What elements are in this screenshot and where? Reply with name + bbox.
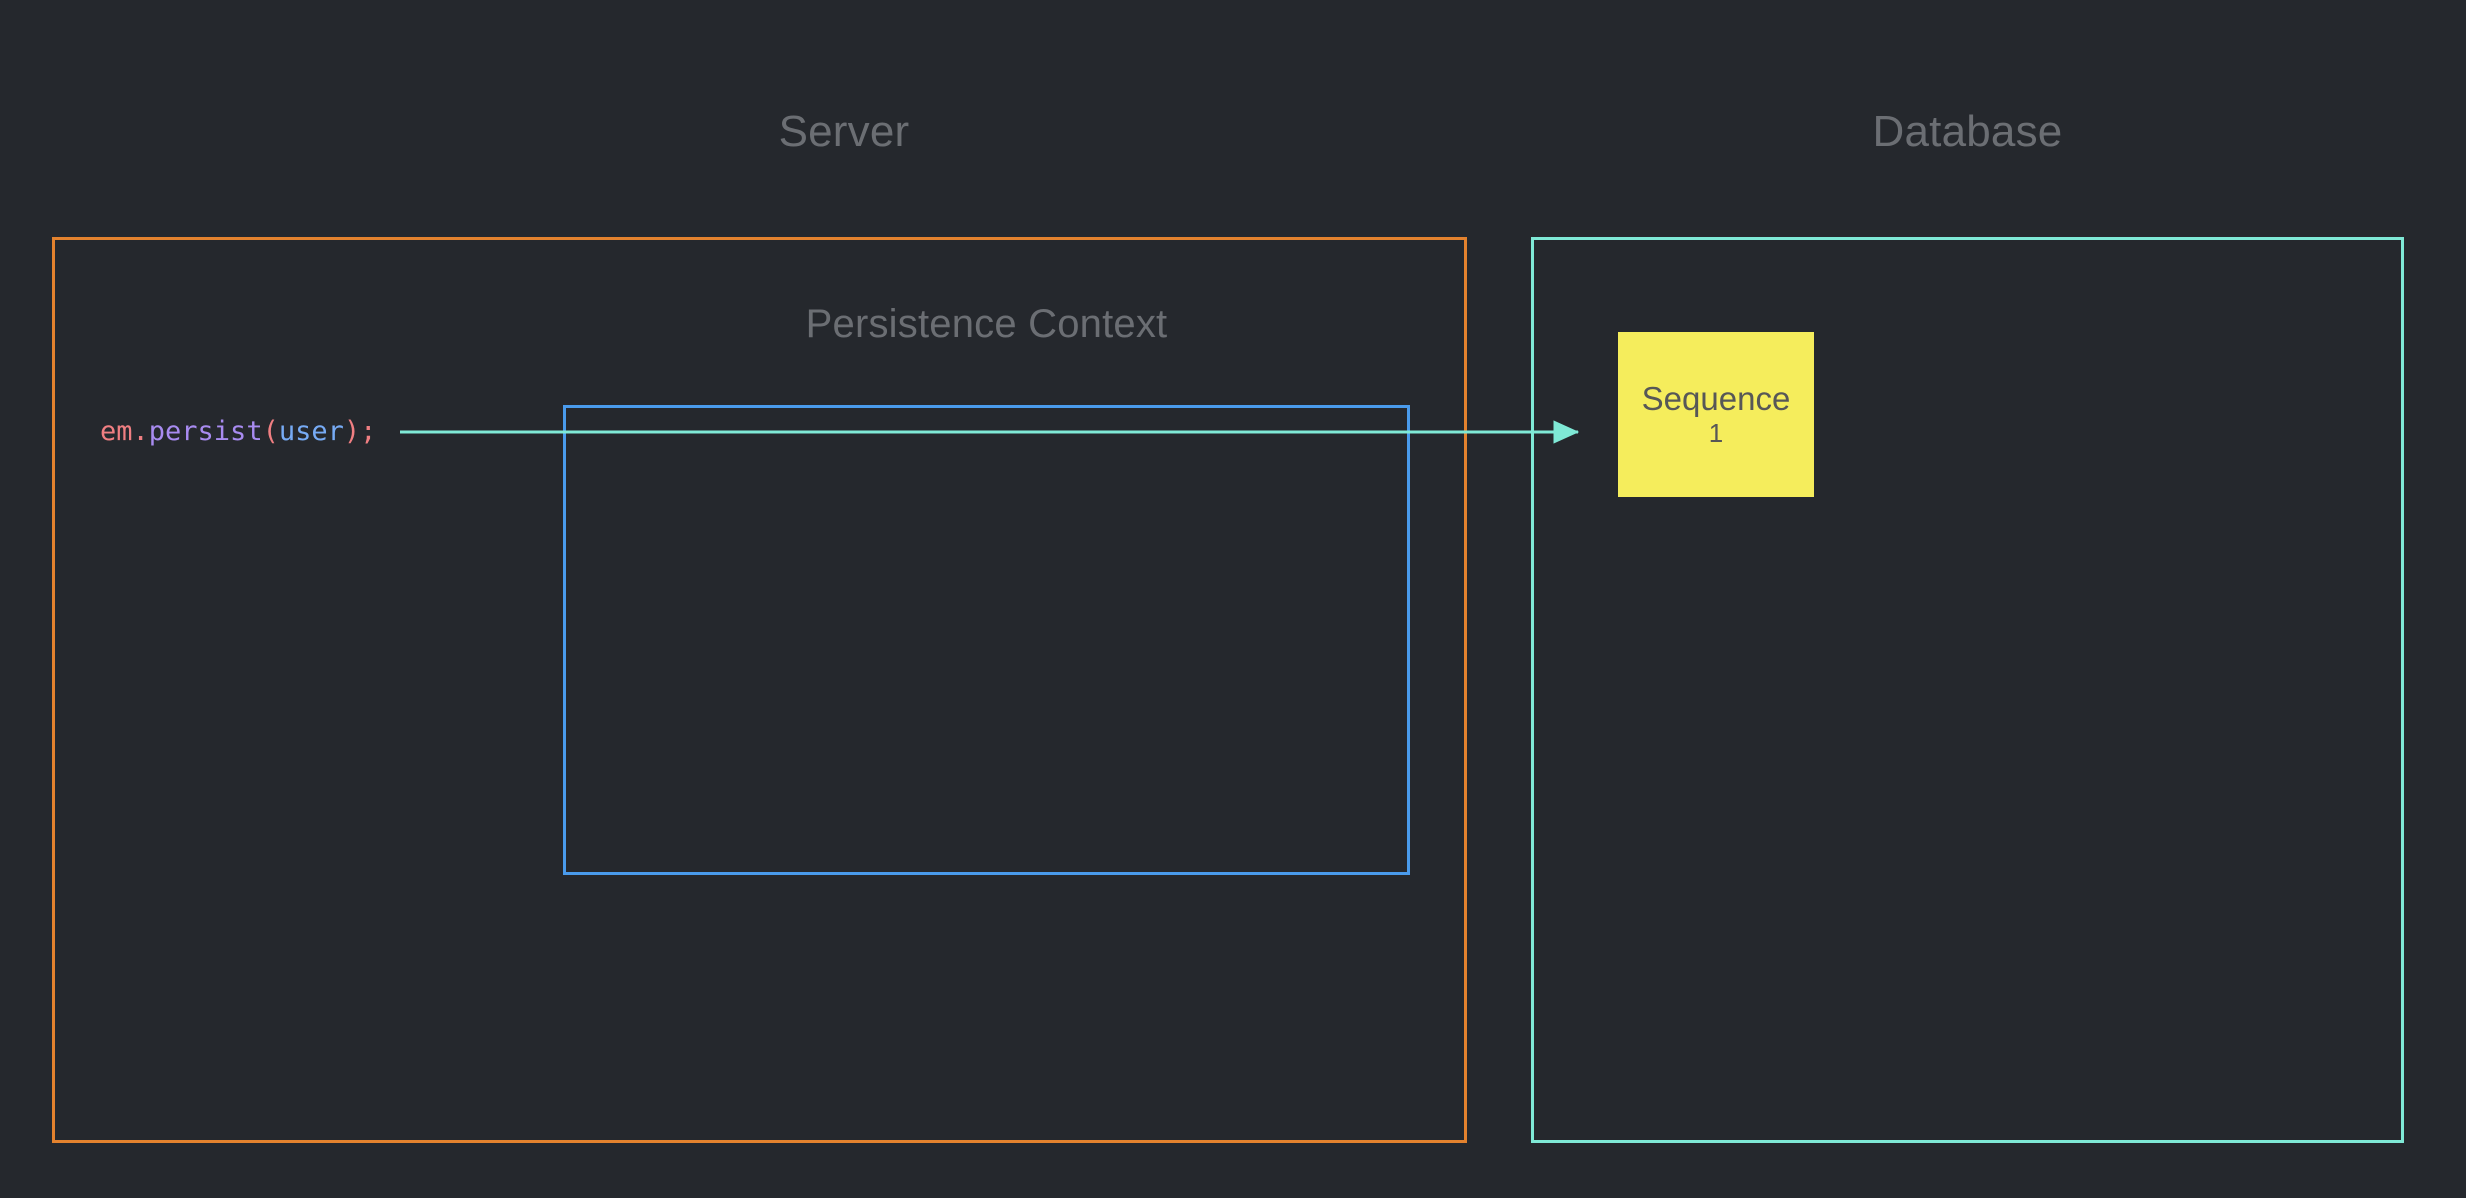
server-region-title: Server xyxy=(778,107,910,156)
code-token-argument: user xyxy=(278,416,344,447)
sequence-node-value: 1 xyxy=(1708,418,1724,449)
database-region-title: Database xyxy=(1872,107,2063,156)
code-token-close-paren: ) xyxy=(343,416,361,447)
code-token-method: persist xyxy=(148,416,263,447)
sequence-node: Sequence 1 xyxy=(1618,332,1814,497)
code-token-semicolon: ; xyxy=(360,416,377,447)
persist-code-statement: em.persist(user); xyxy=(100,414,376,450)
persistence-context-box xyxy=(563,405,1410,875)
code-token-object: em xyxy=(100,416,133,447)
persistence-context-title: Persistence Context xyxy=(805,302,1168,346)
database-region-box xyxy=(1531,237,2404,1143)
server-region-box xyxy=(52,237,1467,1143)
code-token-open-paren: ( xyxy=(262,416,279,447)
code-token-dot: . xyxy=(132,416,149,447)
sequence-node-title: Sequence xyxy=(1641,379,1791,417)
